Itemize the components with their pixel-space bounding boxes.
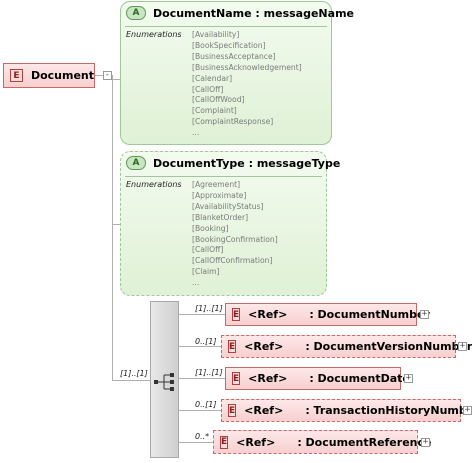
child-element-name: : TransactionHistoryNumber xyxy=(305,404,472,417)
attribute-box-document-name[interactable]: A DocumentName : messageName Enumeration… xyxy=(120,1,354,145)
child-element-name: : DocumentDate xyxy=(309,372,410,385)
root-element-name: Document xyxy=(30,69,94,82)
child-element-name: : DocumentVersionNumber xyxy=(305,340,472,353)
enumerations-label: Enumerations xyxy=(126,180,182,189)
ref-label: <Ref> xyxy=(244,340,284,353)
expand-icon[interactable]: + xyxy=(404,373,413,383)
element-badge-icon: E xyxy=(232,308,241,321)
attr2-connector xyxy=(112,224,120,225)
enum-value: [ComplaintResponse] xyxy=(192,117,274,127)
enum-value: ... xyxy=(192,278,200,288)
attribute-separator xyxy=(125,176,322,177)
ref-label: <Ref> xyxy=(236,435,276,449)
expand-icon[interactable]: + xyxy=(463,405,472,415)
enumeration-list: [Availability] [BookSpecification] [Busi… xyxy=(192,30,302,139)
child-connector-3 xyxy=(179,378,225,379)
child-cardinality: 0..[1] xyxy=(195,400,217,409)
collapse-icon[interactable]: - xyxy=(103,70,112,80)
enum-value: [CallOffWood] xyxy=(192,95,245,105)
child-connector-2 xyxy=(179,346,221,347)
ref-label: <Ref> xyxy=(248,308,288,321)
trunk-line xyxy=(112,75,113,380)
ref-label: <Ref> xyxy=(248,372,288,385)
enumerations-label: Enumerations xyxy=(126,30,182,39)
enum-value: [Calendar] xyxy=(192,73,233,83)
expand-icon[interactable]: + xyxy=(421,437,430,447)
enum-value: [BusinessAcknowledgement] xyxy=(192,62,302,72)
child-element-document-date[interactable]: E <Ref> : DocumentDate xyxy=(225,367,410,390)
child-element-document-number[interactable]: E <Ref> : DocumentNumber xyxy=(225,303,430,326)
sequence-icon xyxy=(154,373,174,391)
enum-value: [Booking] xyxy=(192,223,229,233)
sequence-compositor[interactable] xyxy=(150,301,179,458)
child-connector-5 xyxy=(179,442,213,443)
child-connector-4 xyxy=(179,410,221,411)
enum-value: [BookingConfirmation] xyxy=(192,234,278,244)
expand-icon[interactable]: + xyxy=(458,341,467,351)
child-element-transaction-history-number[interactable]: E <Ref> : TransactionHistoryNumber xyxy=(221,399,472,422)
element-badge-icon: E xyxy=(220,435,229,449)
root-element-document[interactable]: E Document xyxy=(3,63,95,88)
child-cardinality: [1]..[1] xyxy=(195,368,223,377)
enum-value: ... xyxy=(192,128,200,138)
enum-value: [CallOff] xyxy=(192,84,224,94)
element-badge-icon: E xyxy=(228,340,237,353)
element-badge-icon: E xyxy=(228,404,237,417)
enum-value: [BookSpecification] xyxy=(192,40,266,50)
element-badge-icon: E xyxy=(10,69,23,82)
enum-value: [Approximate] xyxy=(192,190,247,200)
enum-value: [AvailabilityStatus] xyxy=(192,201,264,211)
enum-value: [Claim] xyxy=(192,267,220,277)
attribute-box-document-type[interactable]: A DocumentType : messageType Enumeration… xyxy=(120,151,340,296)
enumeration-list: [Agreement] [Approximate] [AvailabilityS… xyxy=(192,180,278,289)
enum-value: [CallOffConfirmation] xyxy=(192,256,273,266)
root-connector xyxy=(95,75,103,76)
child-element-document-reference[interactable]: E <Ref> : DocumentReference xyxy=(213,430,431,454)
enum-value: [Availability] xyxy=(192,30,240,39)
enum-value: [Agreement] xyxy=(192,180,241,189)
enum-value: [BusinessAcceptance] xyxy=(192,51,276,61)
expand-icon[interactable]: + xyxy=(420,309,429,319)
enum-value: [CallOff] xyxy=(192,245,224,255)
attribute-badge-icon: A xyxy=(126,6,146,20)
ref-label: <Ref> xyxy=(244,404,284,417)
attribute-badge-icon: A xyxy=(126,156,146,170)
child-cardinality: [1]..[1] xyxy=(195,304,223,313)
child-element-document-version-number[interactable]: E <Ref> : DocumentVersionNumber xyxy=(221,335,472,358)
attribute-title: DocumentType : messageType xyxy=(153,156,341,170)
element-badge-icon: E xyxy=(232,372,241,385)
enum-value: [BlanketOrder] xyxy=(192,212,249,222)
seq-connector xyxy=(112,380,150,381)
attribute-title: DocumentName : messageName xyxy=(153,6,354,20)
child-element-name: : DocumentReference xyxy=(297,435,432,449)
attribute-separator xyxy=(125,26,327,27)
child-cardinality: 0..* xyxy=(195,432,210,441)
child-connector-1 xyxy=(179,314,225,315)
child-cardinality: 0..[1] xyxy=(195,337,217,346)
attr1-connector xyxy=(112,79,120,80)
sequence-cardinality: [1]..[1] xyxy=(120,369,148,378)
child-element-name: : DocumentNumber xyxy=(309,308,430,321)
enum-value: [Complaint] xyxy=(192,106,237,116)
